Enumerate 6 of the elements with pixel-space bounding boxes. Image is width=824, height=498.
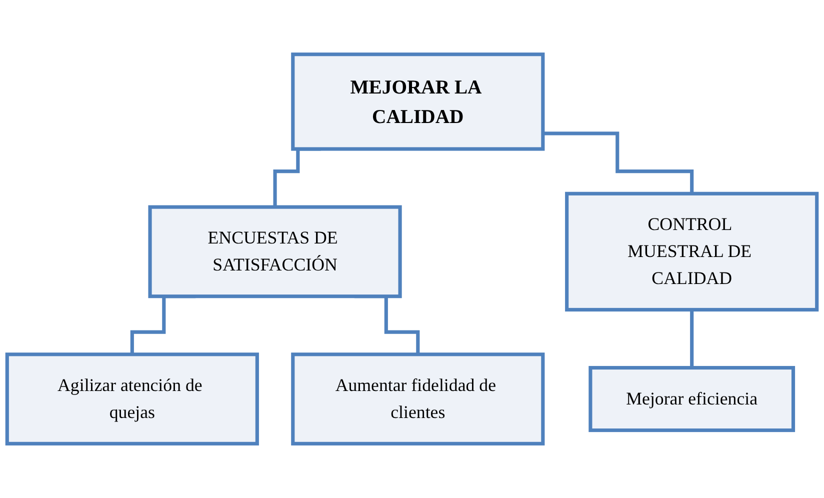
node-box: MEJORAR LA CALIDAD <box>291 52 545 151</box>
node-box: CONTROL MUESTRAL DE CALIDAD <box>565 192 819 312</box>
node-box: ENCUESTAS DE SATISFACCIÓN <box>148 205 402 298</box>
node-box: Aumentar fidelidad de clientes <box>291 352 545 446</box>
node-box: Agilizar atención de quejas <box>5 352 259 446</box>
node-box: Mejorar eficiencia <box>588 366 796 432</box>
